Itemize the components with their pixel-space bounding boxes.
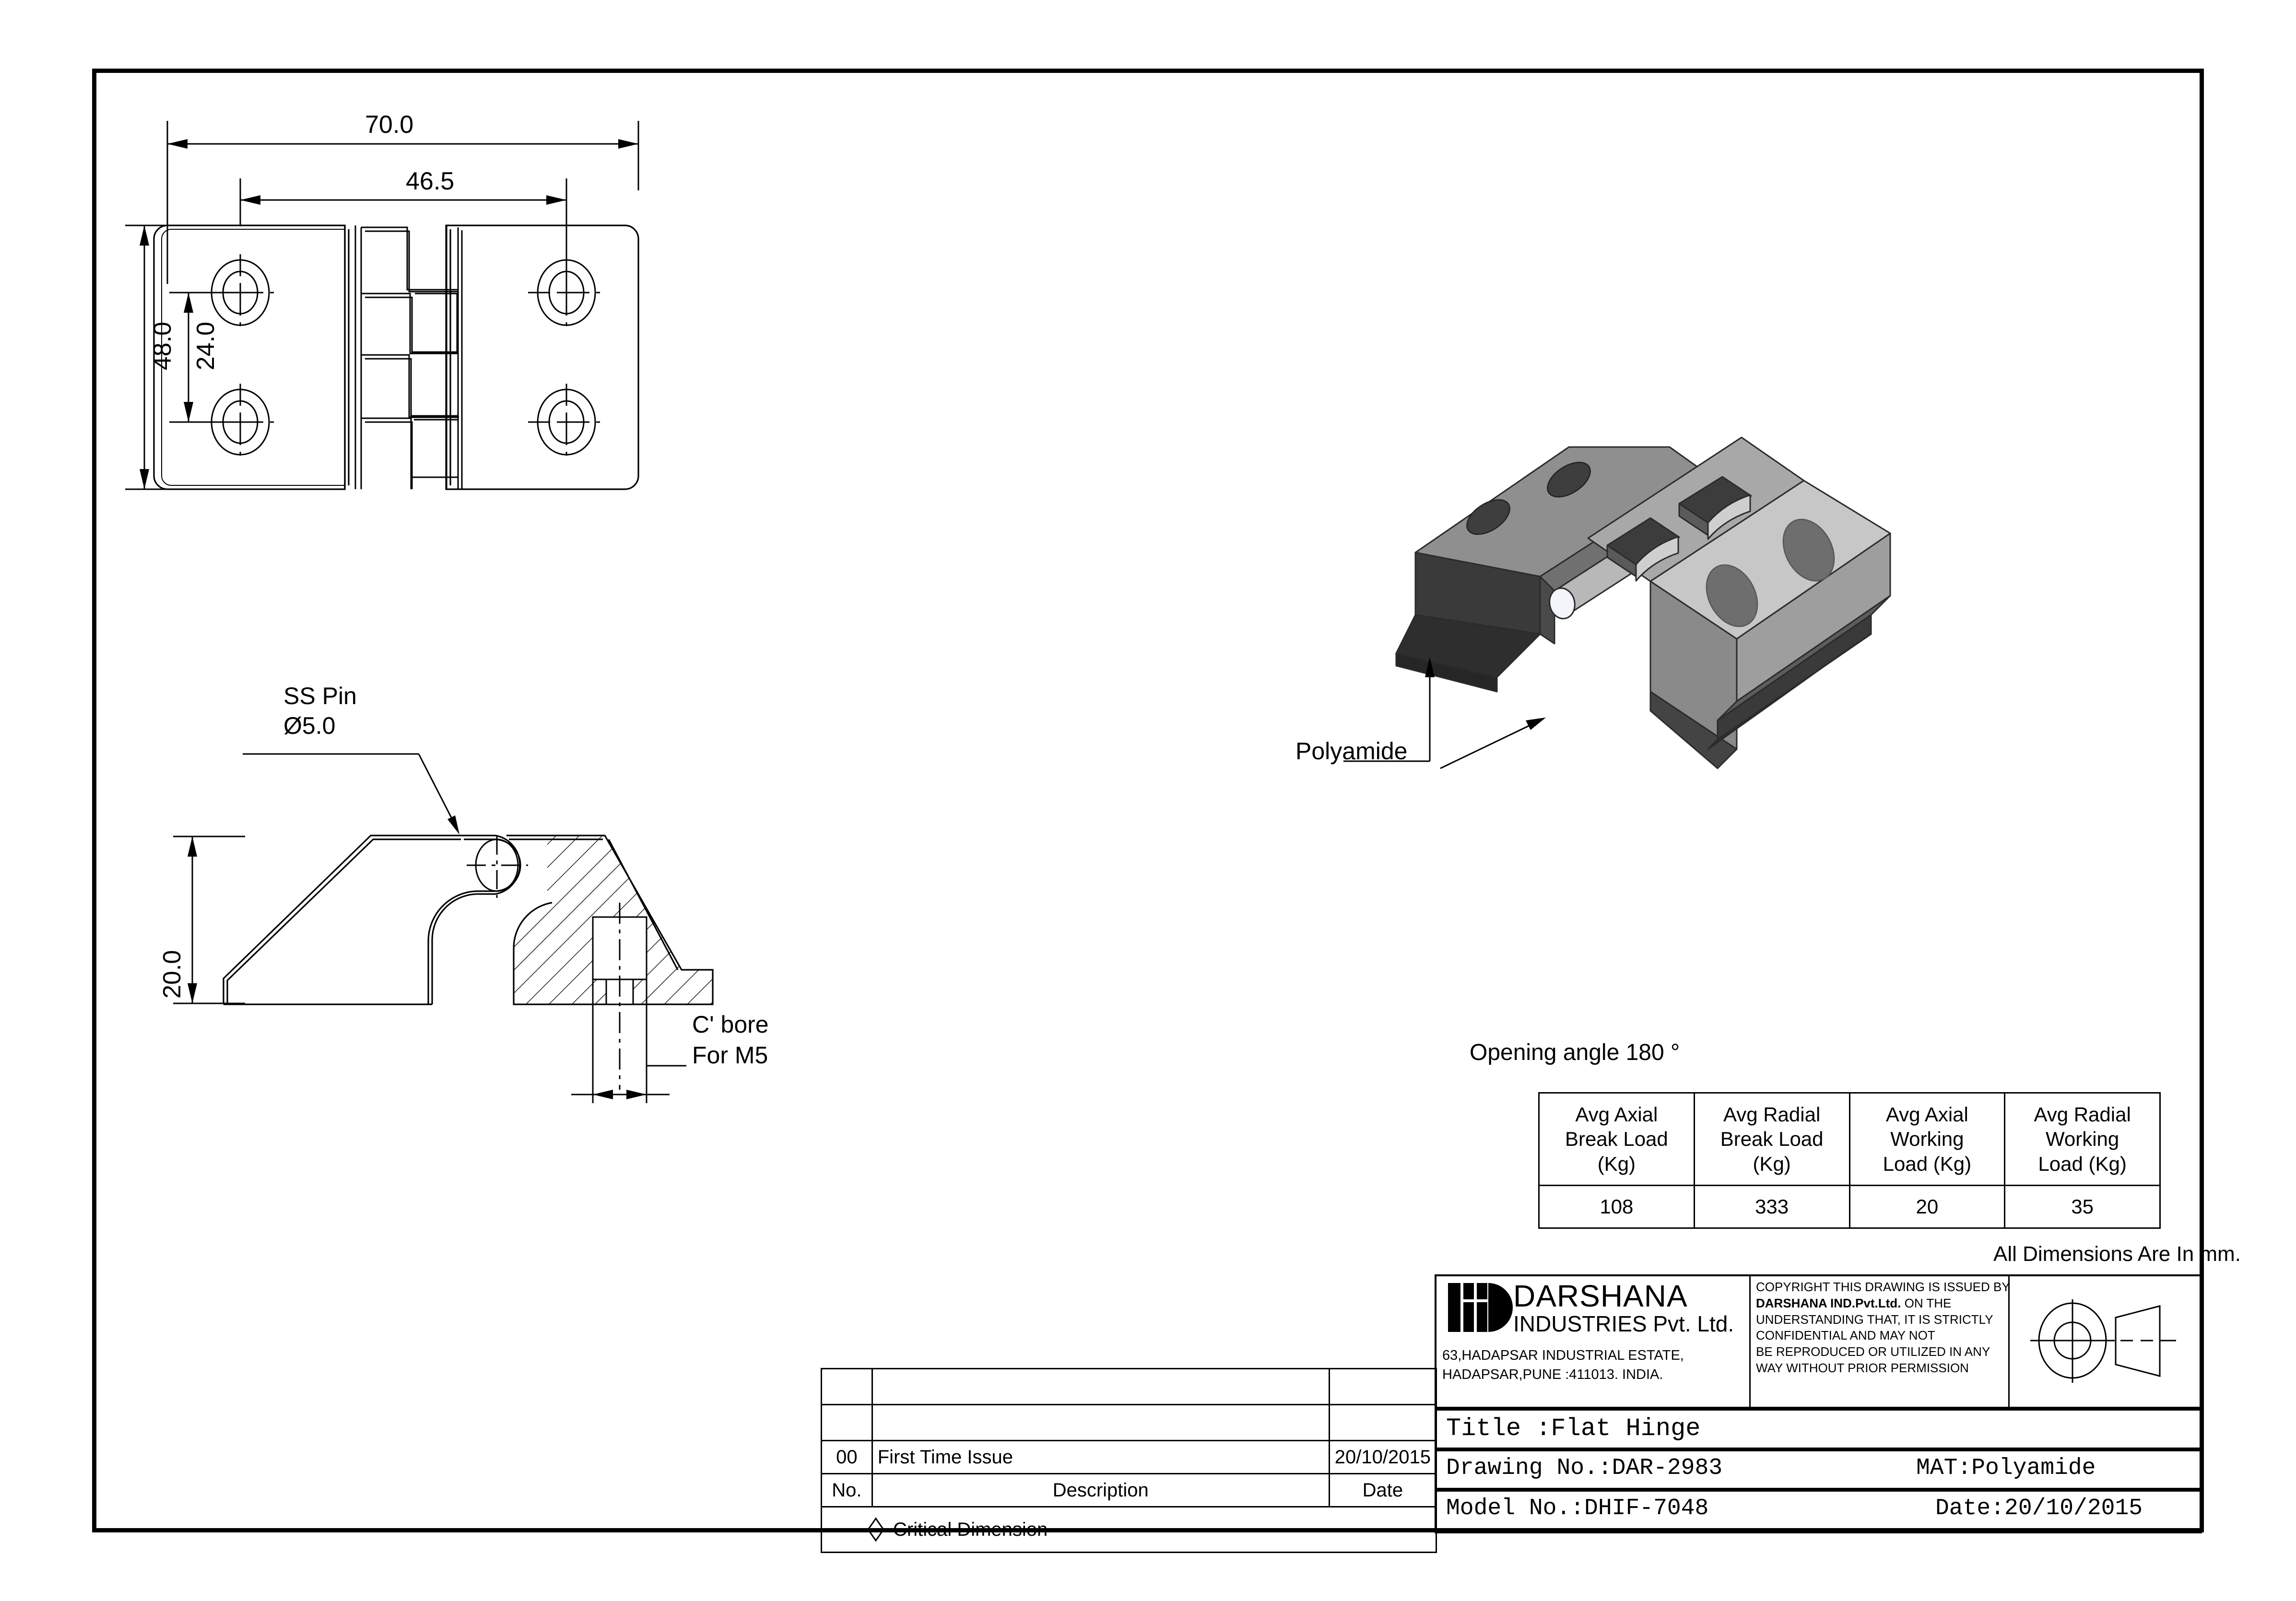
dim-hole-spacing: 46.5 <box>406 167 455 195</box>
revision-header-no: No. <box>821 1473 873 1507</box>
first-angle-projection-icon <box>2030 1299 2176 1383</box>
revision-no: 00 <box>821 1440 873 1474</box>
table-header-cell-2: Avg Axial Working Load (Kg) <box>1849 1092 2006 1186</box>
drawing-number: Drawing No.:DAR-2983 <box>1446 1455 1723 1481</box>
header-line: Load (Kg) <box>2038 1152 2127 1175</box>
revision-row-00: 00 First Time Issue 20/10/2015 <box>821 1440 1437 1474</box>
darshana-logo-icon <box>1447 1281 1513 1334</box>
revision-description <box>871 1404 1330 1441</box>
table-header-cell-3: Avg Radial Working Load (Kg) <box>2004 1092 2161 1186</box>
dim-height-overall: 48.0 <box>149 321 177 370</box>
critical-dimension-label: Critical Dimension <box>893 1519 1048 1540</box>
polyamide-callout-label: Polyamide <box>1295 738 1408 765</box>
revision-date <box>1328 1404 1437 1441</box>
company-address-line1: 63,HADAPSAR INDUSTRIAL ESTATE, <box>1442 1348 1684 1363</box>
critical-dimension-row: Critical Dimension <box>821 1506 1437 1553</box>
revision-date: 20/10/2015 <box>1328 1440 1437 1474</box>
revision-header-row: No. Description Date <box>821 1473 1437 1507</box>
copyright-line1: COPYRIGHT THIS DRAWING IS ISSUED BY <box>1756 1280 2010 1294</box>
revision-description: First Time Issue <box>871 1440 1330 1474</box>
revision-table: 00 First Time Issue 20/10/2015 No. Descr… <box>821 1368 1437 1553</box>
header-line: Avg Axial <box>1885 1103 1968 1126</box>
isometric-view <box>1272 327 1991 807</box>
drawing-date: Date:20/10/2015 <box>1935 1495 2143 1521</box>
drawing-sheet-border: 70.0 46.5 48.0 24.0 <box>92 69 2241 1553</box>
critical-dimension-cell: Critical Dimension <box>821 1506 1437 1553</box>
model-number: Model No.:DHIF-7048 <box>1446 1495 1709 1521</box>
company-name-line2: INDUSTRIES Pvt. Ltd. <box>1513 1311 1734 1336</box>
copyright-company-bold: DARSHANA IND.Pvt.Ltd. <box>1756 1295 1901 1310</box>
drawing-title: Title :Flat Hinge <box>1446 1414 1701 1443</box>
revision-description <box>871 1368 1330 1405</box>
header-line: (Kg) <box>1753 1152 1791 1175</box>
cbore-label-line2: For M5 <box>692 1042 768 1069</box>
ss-pin-label-line2: Ø5.0 <box>283 712 336 739</box>
title-block-top-row: DARSHANA INDUSTRIES Pvt. Ltd. 63,HADAPSA… <box>1436 1276 2204 1411</box>
header-line: Break Load <box>1720 1128 1824 1151</box>
cbore-callout: C' bore For M5 <box>692 1011 769 1069</box>
header-line: Break Load <box>1565 1128 1668 1151</box>
header-line: Working <box>2045 1128 2119 1151</box>
header-line: Avg Radial <box>2034 1103 2131 1126</box>
revision-row-blank-1 <box>821 1368 1437 1405</box>
projection-symbol-cell <box>2011 1276 2202 1407</box>
diamond-icon <box>867 1517 884 1542</box>
revision-no <box>821 1404 873 1441</box>
revision-header-description: Description <box>871 1473 1330 1507</box>
copyright-line2-rest: ON THE <box>1901 1295 1952 1310</box>
table-header-cell-1: Avg Radial Break Load (Kg) <box>1693 1092 1850 1186</box>
copyright-cell: COPYRIGHT THIS DRAWING IS ISSUED BY DARS… <box>1752 1276 2010 1407</box>
table-cell-value-1: 333 <box>1693 1185 1850 1229</box>
copyright-line3: UNDERSTANDING THAT, IT IS STRICTLY <box>1756 1312 1993 1327</box>
table-value-row: 108 333 20 35 <box>1538 1185 2161 1229</box>
ss-pin-callout: SS Pin Ø5.0 <box>283 682 357 740</box>
table-header-cell-0: Avg Axial Break Load (Kg) <box>1538 1092 1695 1186</box>
table-cell-value-0: 108 <box>1538 1185 1695 1229</box>
copyright-line5: BE REPRODUCED OR UTILIZED IN ANY <box>1756 1344 1990 1359</box>
dim-height-side: 20.0 <box>158 950 186 999</box>
table-cell-value-3: 35 <box>2004 1185 2161 1229</box>
company-cell: DARSHANA INDUSTRIES Pvt. Ltd. 63,HADAPSA… <box>1436 1276 1751 1407</box>
header-line: Avg Axial <box>1575 1103 1658 1126</box>
material-label: MAT:Polyamide <box>1916 1455 2096 1481</box>
header-line: Load (Kg) <box>1883 1152 1972 1175</box>
table-header-row: Avg Axial Break Load (Kg) Avg Radial Bre… <box>1538 1092 2161 1186</box>
cbore-label-line1: C' bore <box>692 1011 769 1038</box>
section-view <box>125 753 941 1142</box>
model-no-row: Model No.:DHIF-7048 Date:20/10/2015 <box>1436 1492 2204 1532</box>
header-line: Working <box>1890 1128 1964 1151</box>
company-name-line1: DARSHANA <box>1513 1279 1688 1313</box>
header-line: Avg Radial <box>1723 1103 1821 1126</box>
table-cell-value-2: 20 <box>1849 1185 2006 1229</box>
drawing-no-row: Drawing No.:DAR-2983 MAT:Polyamide <box>1436 1451 2204 1492</box>
revision-header-date: Date <box>1328 1473 1437 1507</box>
load-table: Avg Axial Break Load (Kg) Avg Radial Bre… <box>1538 1092 2161 1229</box>
revision-row-blank-2 <box>821 1404 1437 1441</box>
company-address-line2: HADAPSAR,PUNE :411013. INDIA. <box>1442 1367 1663 1382</box>
front-view <box>116 102 931 725</box>
copyright-line2: DARSHANA IND.Pvt.Ltd. ON THE <box>1756 1295 2008 1312</box>
dim-width-overall: 70.0 <box>365 111 414 139</box>
opening-angle-label: Opening angle 180 ° <box>1470 1040 1680 1065</box>
title-block: DARSHANA INDUSTRIES Pvt. Ltd. 63,HADAPSA… <box>1435 1274 2204 1533</box>
header-line: (Kg) <box>1597 1152 1636 1175</box>
copyright-line6: WAY WITHOUT PRIOR PERMISSION <box>1756 1360 1969 1375</box>
title-row: Title :Flat Hinge <box>1436 1411 2204 1451</box>
all-dimensions-note: All Dimensions Are In mm. <box>1993 1242 2241 1266</box>
copyright-line4: CONFIDENTIAL AND MAY NOT <box>1756 1328 1935 1343</box>
ss-pin-label-line1: SS Pin <box>283 683 357 709</box>
dim-hole-vertical-spacing: 24.0 <box>192 321 220 370</box>
revision-no <box>821 1368 873 1405</box>
revision-date <box>1328 1368 1437 1405</box>
